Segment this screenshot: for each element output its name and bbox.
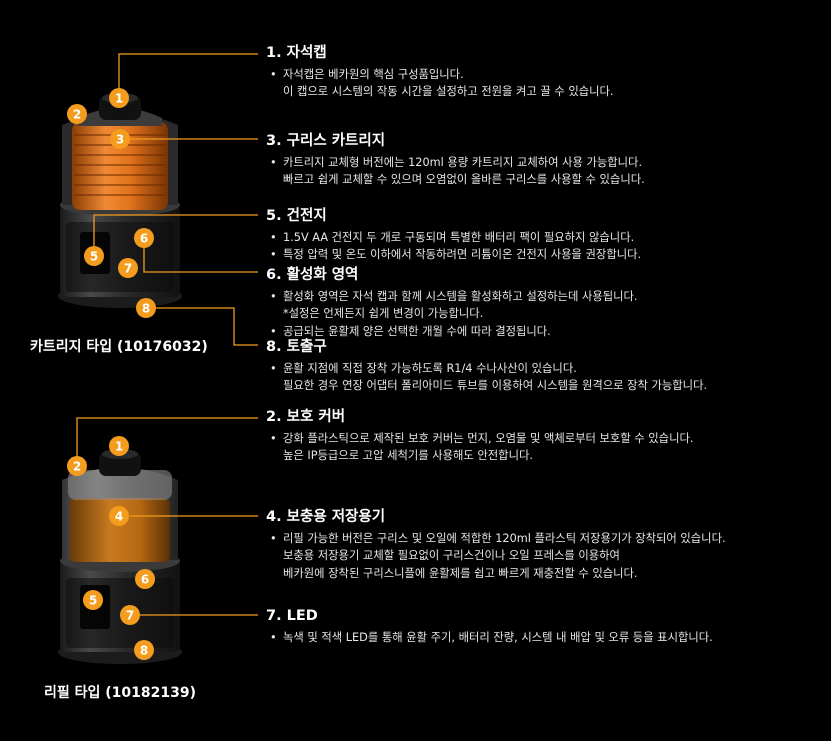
svg-text:4: 4	[115, 510, 123, 524]
badge-6-bottom: 6	[135, 569, 155, 589]
bullet: 윤활 지점에 직접 장착 가능하도록 R1/4 수나사산이 있습니다. 필요한 …	[266, 360, 826, 395]
section-title: 1. 자석캡	[266, 45, 327, 61]
badge-7-top: 7	[118, 258, 138, 278]
section-title: 8. 토출구	[266, 339, 327, 355]
leader-lines	[76, 53, 258, 616]
bullet: 카트리지 교체형 버전에는 120ml 용량 카트리지 교체하여 사용 가능합니…	[266, 154, 826, 189]
section-title: 5. 건전지	[266, 208, 327, 224]
svg-text:2: 2	[73, 460, 81, 474]
section-protective-cover: 2. 보호 커버 강화 플라스틱으로 제작된 보호 커버는 먼지, 오염물 및 …	[266, 408, 826, 465]
badge-8-bottom: 8	[134, 640, 154, 660]
badge-2-bottom: 2	[67, 456, 87, 476]
badge-1-bottom: 1	[109, 436, 129, 456]
section-led: 7. LED 녹색 및 적색 LED를 통해 윤활 주기, 배터리 잔량, 시스…	[266, 607, 826, 647]
leader-line-2-bottom	[76, 417, 258, 465]
svg-text:2: 2	[73, 108, 81, 122]
badge-3-top: 3	[110, 129, 130, 149]
badge-1-top: 1	[109, 88, 129, 108]
bullet: 자석캡은 베카원의 핵심 구성품입니다. 이 캡으로 시스템의 작동 시간을 설…	[266, 66, 826, 101]
bullet: 리필 가능한 버전은 구리스 및 오일에 적합한 120ml 플라스틱 저장용기…	[266, 530, 826, 582]
svg-text:5: 5	[89, 594, 97, 608]
svg-text:7: 7	[126, 609, 134, 623]
section-title: 2. 보호 커버	[266, 409, 346, 425]
svg-text:7: 7	[124, 262, 132, 276]
badge-8-top: 8	[136, 298, 156, 318]
svg-text:3: 3	[116, 133, 124, 147]
badge-6-top: 6	[134, 228, 154, 248]
badge-5-bottom: 5	[83, 590, 103, 610]
leader-line-6-top	[143, 238, 258, 273]
section-magnetic-cap: 1. 자석캡 자석캡은 베카원의 핵심 구성품입니다. 이 캡으로 시스템의 작…	[266, 44, 826, 101]
svg-text:6: 6	[141, 573, 149, 587]
leader-line-1-top	[118, 53, 258, 97]
leader-line-5-top	[93, 214, 258, 255]
bullet: 활성화 영역은 자석 캡과 함께 시스템을 활성화하고 설정하는데 사용됩니다.…	[266, 288, 826, 323]
leader-line-8-top	[156, 307, 258, 346]
bullet: 강화 플라스틱으로 제작된 보호 커버는 먼지, 오염물 및 액체로부터 보호할…	[266, 430, 826, 465]
badges: 1 2 3 5 6 7 8 1 2 4 6 5 7 8	[67, 88, 156, 660]
bullet: 공급되는 윤활제 양은 선택한 개월 수에 따라 결정됩니다.	[266, 323, 826, 341]
svg-text:8: 8	[140, 644, 148, 658]
svg-text:8: 8	[142, 302, 150, 316]
refill-product-illustration	[58, 449, 182, 664]
section-title: 4. 보충용 저장용기	[266, 509, 386, 525]
svg-text:6: 6	[140, 232, 148, 246]
caption-cartridge-type: 카트리지 타입 (10176032)	[30, 339, 208, 355]
section-grease-cartridge: 3. 구리스 카트리지 카트리지 교체형 버전에는 120ml 용량 카트리지 …	[266, 132, 826, 189]
bullet: 녹색 및 적색 LED를 통해 윤활 주기, 배터리 잔량, 시스템 내 배압 …	[266, 629, 826, 647]
badge-2-top: 2	[67, 104, 87, 124]
cartridge-product-illustration	[58, 93, 182, 308]
section-refill-reservoir: 4. 보충용 저장용기 리필 가능한 버전은 구리스 및 오일에 적합한 120…	[266, 508, 826, 582]
bullet: 1.5V AA 건전지 두 개로 구동되며 특별한 배터리 팩이 필요하지 않습…	[266, 229, 826, 247]
badge-5-top: 5	[84, 246, 104, 266]
caption-refill-type: 리필 타입 (10182139)	[44, 685, 196, 701]
section-title: 7. LED	[266, 608, 318, 624]
badge-4-bottom: 4	[109, 506, 129, 526]
svg-text:1: 1	[115, 440, 123, 454]
section-activation-area: 6. 활성화 영역 활성화 영역은 자석 캡과 함께 시스템을 활성화하고 설정…	[266, 266, 826, 341]
bullet: 특정 압력 및 온도 이하에서 작동하려면 리튬이온 건전지 사용을 권장합니다…	[266, 246, 826, 264]
section-outlet: 8. 토출구 윤활 지점에 직접 장착 가능하도록 R1/4 수나사산이 있습니…	[266, 338, 826, 395]
svg-text:1: 1	[115, 92, 123, 106]
svg-text:5: 5	[90, 250, 98, 264]
section-title: 6. 활성화 영역	[266, 267, 359, 283]
section-battery: 5. 건전지 1.5V AA 건전지 두 개로 구동되며 특별한 배터리 팩이 …	[266, 207, 826, 264]
section-title: 3. 구리스 카트리지	[266, 133, 386, 149]
badge-7-bottom: 7	[120, 605, 140, 625]
